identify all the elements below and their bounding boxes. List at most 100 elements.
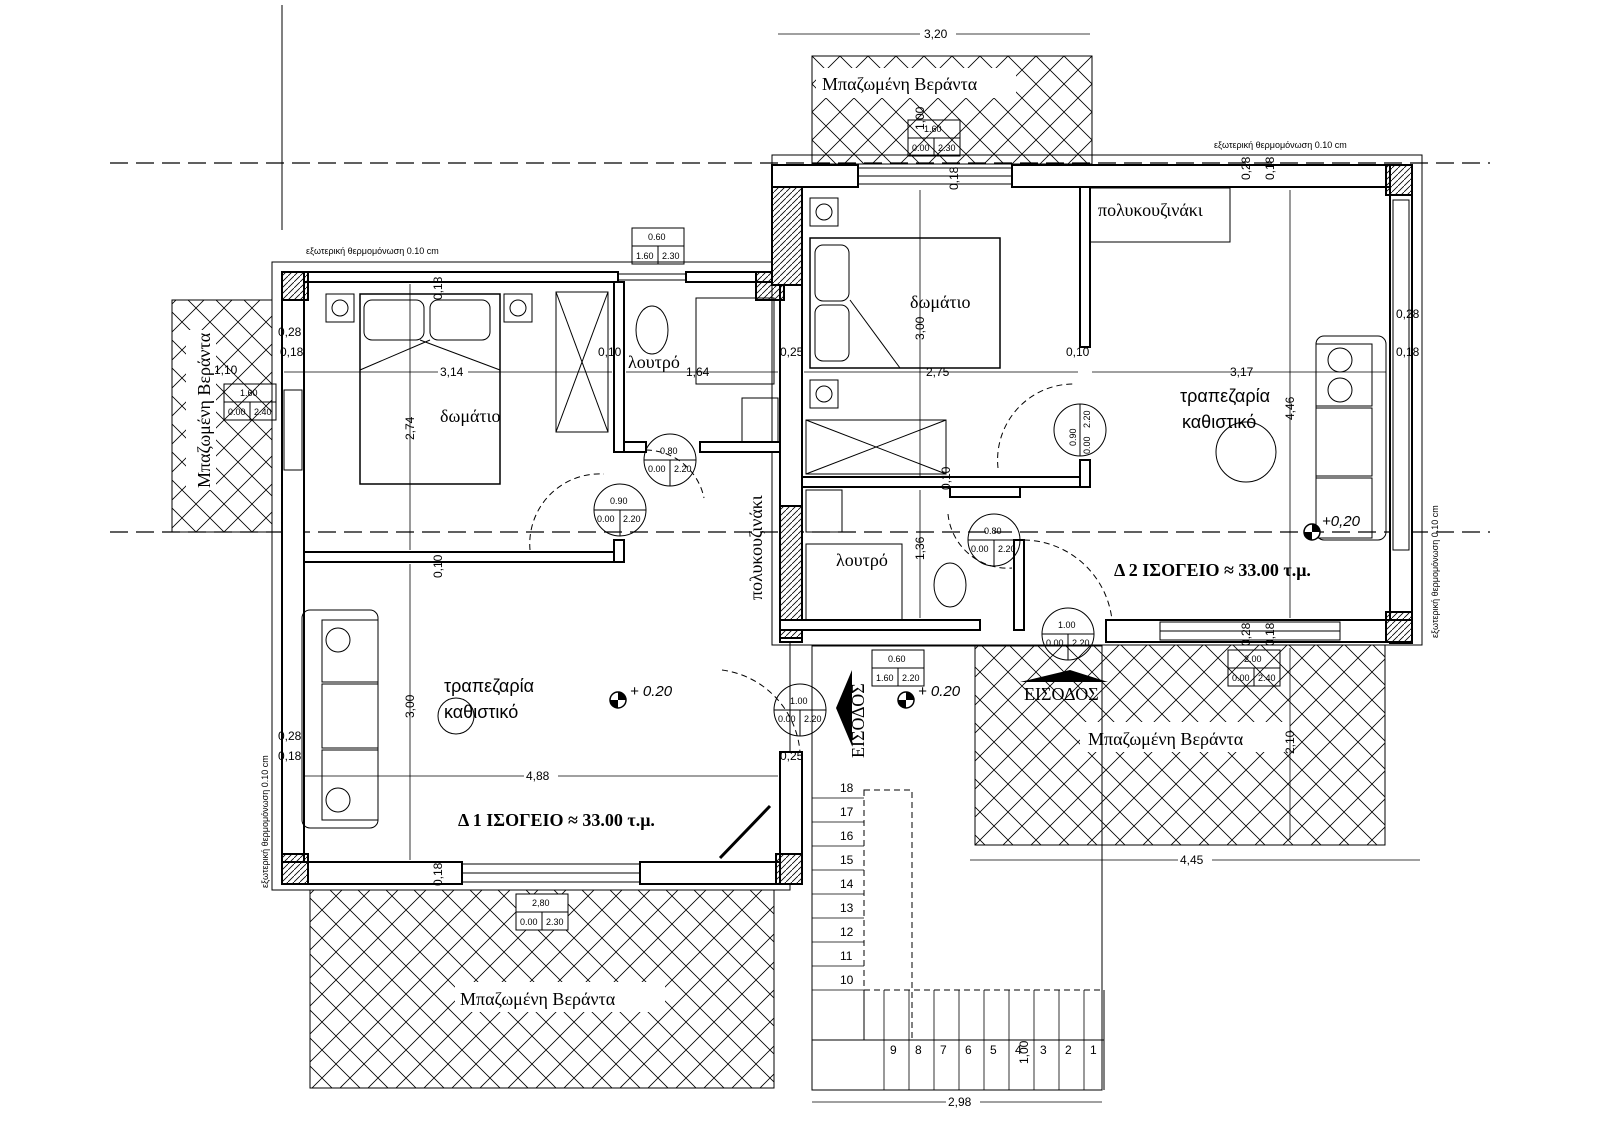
dim-ver-445: 4,45 bbox=[1180, 853, 1204, 867]
dining-d2-label: τραπεζαρία bbox=[1180, 386, 1270, 406]
dim-wall-018-b: 0,18 bbox=[1396, 345, 1420, 359]
unit-d2-walls bbox=[771, 164, 1413, 644]
dim-d1-488: 4,88 bbox=[526, 769, 550, 783]
svg-text:1.60: 1.60 bbox=[876, 673, 894, 683]
stair-step-number: 14 bbox=[840, 877, 854, 891]
svg-text:2,80: 2,80 bbox=[532, 898, 550, 908]
tag-w160-240: 1.60 0.00 2.40 bbox=[223, 383, 277, 421]
bath-d2-fixtures bbox=[805, 489, 967, 621]
bedroom-d2-label: δωμάτιο bbox=[910, 292, 971, 312]
stair-step-number: 13 bbox=[840, 901, 854, 915]
svg-text:0.00: 0.00 bbox=[971, 544, 989, 554]
dim-d1-300: 3,00 bbox=[403, 694, 417, 718]
dim-top-320: 3,20 bbox=[924, 27, 948, 41]
svg-text:0.80: 0.80 bbox=[660, 446, 678, 456]
tag-d080-b: 0.80 0.00 2.20 bbox=[967, 513, 1021, 567]
tag-d080-a: 0.80 0.00 2.20 bbox=[643, 433, 697, 487]
svg-text:0.00: 0.00 bbox=[520, 917, 538, 927]
svg-text:1.60: 1.60 bbox=[924, 124, 942, 134]
dim-d2-275: 2,75 bbox=[926, 365, 950, 379]
tag-d090-a: 0.90 0.00 2.20 bbox=[593, 483, 647, 537]
wardrobe-d2 bbox=[805, 419, 947, 475]
wardrobe-d1 bbox=[555, 291, 609, 433]
dim-wall-025-b: 0,25 bbox=[780, 749, 804, 763]
insulation-note-d1: εξωτερική θερμομόνωση 0.10 cm bbox=[306, 246, 439, 256]
svg-text:2.20: 2.20 bbox=[804, 714, 822, 724]
table-d1 bbox=[437, 697, 475, 735]
veranda-left-label: Μπαζωμένη Βεράντα bbox=[194, 332, 214, 488]
stair-step-number: 4 bbox=[1015, 1043, 1022, 1057]
insulation-note-d1-side: εξωτερική θερμομόνωση 0.10 cm bbox=[260, 755, 270, 888]
svg-text:0.60: 0.60 bbox=[888, 654, 906, 664]
unit-d2-title: Δ 2 ΙΣΟΓΕΙΟ ≈ 33.00 τ.μ. bbox=[1114, 560, 1311, 580]
tag-w280: 2,80 0.00 2.30 bbox=[515, 893, 569, 931]
svg-text:2.30: 2.30 bbox=[546, 917, 564, 927]
entrance-label-right: ΕΙΣΟΔΟΣ bbox=[1024, 684, 1099, 704]
stair-step-number: 6 bbox=[965, 1043, 972, 1057]
bath-d1-label: λουτρό bbox=[628, 352, 680, 372]
unit-d1-walls bbox=[281, 271, 803, 885]
unit-d1-title: Δ 1 ΙΣΟΓΕΙΟ ≈ 33.00 τ.μ. bbox=[458, 810, 655, 830]
room-labels: δωμάτιο δωμάτιο λουτρό λουτρό πολυκουζιν… bbox=[440, 200, 1311, 830]
dim-wall-018-h: 0,18 bbox=[1263, 622, 1277, 646]
stair-step-number: 16 bbox=[840, 829, 854, 843]
door-swing-d1-bedroom bbox=[529, 473, 605, 551]
dim-d1-314: 3,14 bbox=[440, 365, 464, 379]
svg-text:2.20: 2.20 bbox=[1072, 638, 1090, 648]
dim-ver-110: 1,10 bbox=[214, 363, 238, 377]
door-swing-d2-entry bbox=[1023, 539, 1113, 621]
insulation-note-d2-side: εξωτερική θερμομόνωση 0.10 cm bbox=[1430, 505, 1440, 638]
dining-d1-label: τραπεζαρία bbox=[444, 676, 534, 696]
sofa-d2 bbox=[1315, 335, 1387, 541]
bath-d2-label: λουτρό bbox=[836, 550, 888, 570]
stair-step-number: 11 bbox=[840, 949, 853, 963]
svg-text:1.00: 1.00 bbox=[790, 696, 808, 706]
tag-w060: 0.60 1.60 2.30 bbox=[631, 227, 685, 265]
dim-wall-010-a: 0,10 bbox=[598, 345, 622, 359]
svg-text:0.90: 0.90 bbox=[1068, 428, 1078, 446]
dim-wall-028-b: 0,28 bbox=[1396, 307, 1420, 321]
svg-text:0.00: 0.00 bbox=[1232, 673, 1250, 683]
insulation-outline-d2 bbox=[771, 154, 1423, 646]
tag-w160-230: 1.60 0.00 2.30 bbox=[907, 119, 961, 157]
veranda-left: Μπαζωμένη Βεράντα bbox=[171, 299, 273, 533]
bed-d2 bbox=[809, 197, 1001, 409]
living-d2-label: καθιστικό bbox=[1182, 412, 1256, 432]
dim-stair-298: 2,98 bbox=[948, 1095, 972, 1109]
svg-text:1.60: 1.60 bbox=[240, 388, 258, 398]
door-d1-bottom bbox=[718, 804, 772, 860]
dim-wall-018-g: 0,18 bbox=[1263, 156, 1277, 180]
elevation-d1: + 0.20 bbox=[630, 683, 673, 700]
bath-d1-fixtures bbox=[635, 297, 779, 443]
kitchenette-d2 bbox=[1089, 187, 1231, 243]
svg-text:2.30: 2.30 bbox=[938, 143, 956, 153]
dim-wall-018-e: 0,18 bbox=[431, 862, 445, 886]
kitchenette-d2-label: πολυκουζινάκι bbox=[1098, 200, 1203, 220]
door-swing-d2-bedroom bbox=[997, 383, 1077, 469]
tag-d100-a: 1.00 0.00 2.20 bbox=[773, 683, 827, 737]
dim-wall-028-a: 0,28 bbox=[278, 325, 302, 339]
stair-step-number: 3 bbox=[1040, 1043, 1047, 1057]
dim-wall-018-d: 0,18 bbox=[431, 276, 445, 300]
dim-wall-010-d: 0,10 bbox=[939, 466, 953, 490]
table-d2 bbox=[1215, 421, 1277, 483]
stair-step-number: 1 bbox=[1090, 1043, 1097, 1057]
svg-text:2.20: 2.20 bbox=[1082, 410, 1092, 428]
entrance-label-left: ΕΙΣΟΔΟΣ bbox=[848, 683, 868, 758]
dim-wall-018-f: 0,18 bbox=[947, 166, 961, 190]
svg-text:0.00: 0.00 bbox=[778, 714, 796, 724]
svg-text:2.20: 2.20 bbox=[674, 464, 692, 474]
svg-text:1.00: 1.00 bbox=[1058, 620, 1076, 630]
dim-d2-300: 3,00 bbox=[913, 316, 927, 340]
svg-text:0.60: 0.60 bbox=[648, 232, 666, 242]
entrance-arrow-left bbox=[836, 670, 852, 746]
svg-text:0.00: 0.00 bbox=[1046, 638, 1064, 648]
svg-text:2.20: 2.20 bbox=[998, 544, 1016, 554]
veranda-right: Μπαζωμένη Βεράντα bbox=[974, 644, 1386, 846]
stair-step-number: 9 bbox=[890, 1043, 897, 1057]
dim-d1-164: 1,64 bbox=[686, 365, 710, 379]
bedroom-d1-label: δωμάτιο bbox=[440, 406, 501, 426]
dimension-texts: 3,20 3,14 1,64 2,75 3,17 4,88 2,74 3,00 … bbox=[214, 26, 1420, 1109]
